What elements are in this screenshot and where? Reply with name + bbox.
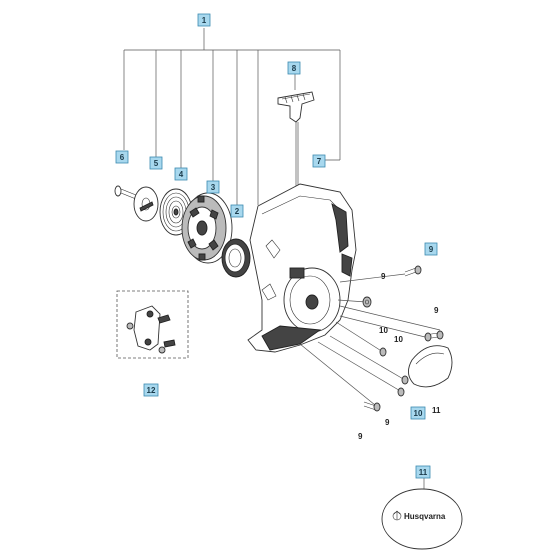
svg-text:8: 8: [292, 64, 297, 73]
svg-text:12: 12: [147, 386, 156, 395]
fastener-leaders: [299, 273, 441, 406]
label-10-mid: 10: [394, 335, 403, 344]
callout-2: 2: [230, 204, 244, 218]
label-9-upper: 9: [381, 272, 386, 281]
svg-text:10: 10: [414, 409, 423, 418]
svg-text:5: 5: [154, 159, 159, 168]
screw-right-top: [404, 265, 422, 277]
screw-lower-pair: [363, 375, 409, 412]
starter-handle: [277, 91, 315, 123]
svg-text:4: 4: [179, 170, 184, 179]
label-9-lower-right: 9: [385, 418, 390, 427]
label-9-right: 9: [434, 306, 439, 315]
starter-housing: [247, 183, 357, 353]
svg-text:1: 1: [202, 16, 207, 25]
callout-5: 5: [149, 156, 163, 170]
husqvarna-logo-icon: [392, 510, 402, 521]
brand-decal: Husqvarna: [381, 478, 463, 550]
callout-9: 9: [424, 242, 438, 256]
svg-text:6: 6: [120, 153, 125, 162]
group-1-bracket: [123, 28, 341, 206]
callout-11: 11: [415, 465, 431, 479]
washer-mid: [379, 347, 387, 357]
spring-cassette: [221, 238, 251, 278]
callout-6: 6: [115, 150, 129, 164]
screw-right-mid: [424, 330, 444, 342]
callout-12: 12: [143, 383, 159, 397]
callout-1: 1: [197, 13, 211, 27]
callout-8: 8: [287, 61, 301, 75]
rope-pulley: [181, 192, 233, 264]
decal-part: [408, 345, 453, 388]
svg-text:11: 11: [419, 468, 428, 477]
callout-7: 7: [312, 154, 326, 168]
callout-4: 4: [174, 167, 188, 181]
svg-text:9: 9: [429, 245, 434, 254]
label-11: 11: [432, 406, 441, 415]
callout-10: 10: [410, 406, 426, 420]
washer-plate: [133, 186, 159, 222]
svg-text:3: 3: [211, 183, 216, 192]
label-9-lower-left: 9: [358, 432, 363, 441]
washer-upper: [362, 296, 372, 308]
callout-3: 3: [206, 180, 220, 194]
brand-text: Husqvarna: [404, 512, 446, 521]
label-10-upper: 10: [379, 326, 388, 335]
svg-text:7: 7: [317, 157, 322, 166]
center-screw: [114, 185, 137, 200]
pawl-kit: [116, 290, 189, 359]
svg-text:2: 2: [235, 207, 240, 216]
